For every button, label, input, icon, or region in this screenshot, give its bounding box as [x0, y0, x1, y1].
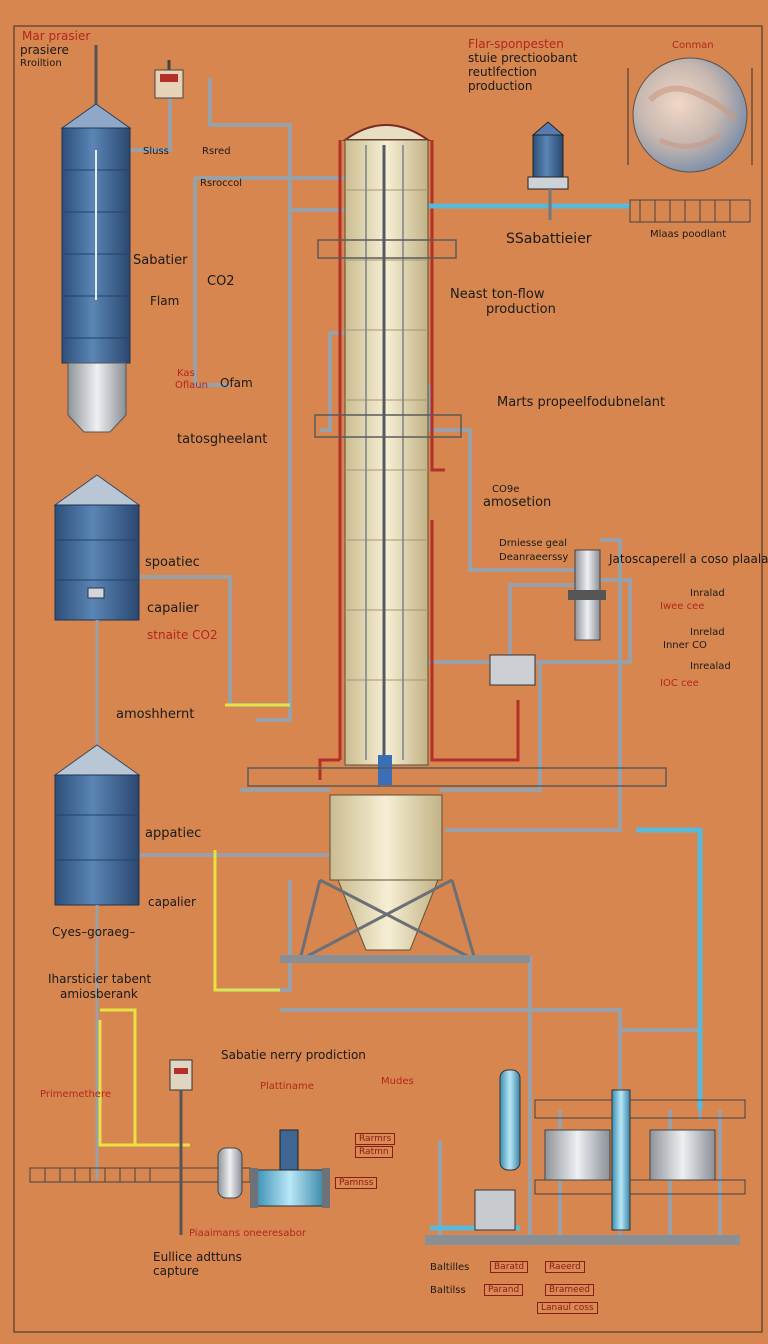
label-top-left-3: Rroiltion — [20, 58, 62, 69]
top-small-vessel — [527, 121, 569, 220]
pump-icon — [217, 1147, 243, 1199]
label-neast: Neast ton-flow — [450, 287, 545, 302]
label-capalier-2: capalier — [148, 895, 196, 909]
label-mudes: Mudes — [381, 1076, 414, 1087]
lower-storage-tank — [53, 744, 141, 1180]
label-br-box-5: Lanaul coss — [537, 1302, 598, 1314]
label-bottom-left-2: capture — [153, 1264, 199, 1278]
label-top-left-2: prasiere — [20, 43, 69, 57]
mid-storage-tank — [53, 474, 141, 745]
label-sabatie-mid: Sabatie nerry prodiction — [221, 1048, 366, 1062]
label-top-center-3: reutlfection — [468, 65, 537, 79]
label-flam: Flam — [150, 294, 180, 308]
tall-storage-tank — [60, 45, 132, 433]
label-dnie-1: Drniesse geal — [499, 538, 568, 549]
red-pipes — [318, 140, 520, 780]
yellow-pipes — [98, 703, 290, 1147]
label-r-box-5: Inrealad — [690, 661, 731, 672]
label-small-1: Kas — [177, 368, 195, 379]
label-top-center-1: Flar-sponpesten — [468, 37, 564, 51]
label-dnie-2: Deanraeerssy — [499, 552, 569, 563]
label-marts: Marts propeelfodubnelant — [497, 395, 666, 410]
label-tank-side-2: Rsred — [202, 146, 231, 157]
label-bottom-mid-2: Ratmn — [355, 1146, 393, 1158]
heat-exchanger-icon — [250, 1168, 330, 1208]
label-spoatiec: spoatiec — [145, 555, 200, 570]
distillation-column-icon — [247, 124, 667, 963]
label-bottom-mid-3: Pamnss — [335, 1177, 378, 1189]
label-amosetion: amosetion — [483, 495, 552, 510]
label-br-box-4: Brameed — [545, 1284, 594, 1296]
label-tatosg: tatosgheelant — [177, 432, 268, 447]
label-bl-key-1: Baltilles — [430, 1262, 470, 1273]
label-br-box-2: Raeerd — [545, 1261, 585, 1273]
label-appatiec: appatiec — [145, 826, 202, 841]
cyan-pipes — [398, 203, 703, 1231]
red-valve-cluster — [169, 1059, 193, 1235]
bottom-right-plant — [425, 1069, 746, 1245]
label-jatoca: Jatoscaperell a coso plaala — [609, 552, 768, 566]
label-r-box-2: Iwee cee — [660, 601, 705, 612]
valve-icon — [154, 60, 184, 99]
label-sabatier-title: SSabattieier — [506, 231, 592, 247]
label-cyes: Cyes–goraeg– — [52, 925, 136, 939]
label-stnaite: stnaite CO2 — [147, 628, 218, 642]
label-small-3: Ofam — [220, 376, 253, 390]
label-br-box-3: Parand — [484, 1284, 524, 1296]
label-harst-2: amiosberank — [60, 987, 138, 1001]
label-tank-side-3: Rsroccol — [200, 178, 243, 189]
label-bl-key-2: Baltilss — [430, 1285, 466, 1296]
small-tower — [489, 549, 606, 686]
label-r-box-1: Inralad — [690, 588, 725, 599]
label-co2-left: CO2 — [207, 274, 235, 289]
label-br-box-1: Baratd — [490, 1261, 529, 1273]
label-harst-1: Iharsticier tabent — [48, 972, 152, 986]
label-top-center-4: production — [468, 79, 533, 93]
label-plattiname: Plattiname — [260, 1081, 314, 1092]
right-rail — [629, 199, 751, 223]
label-top-right: Conman — [672, 40, 714, 51]
frame-border — [13, 25, 763, 1333]
label-r-box-4: Inner CO — [663, 640, 707, 651]
label-sabatier-left: Sabatier — [133, 253, 188, 268]
bottom-left-rail — [29, 1167, 251, 1183]
mars-globe-icon — [627, 57, 753, 173]
label-r-box-6: IOC cee — [660, 678, 699, 689]
label-tank-side-1: Sluss — [143, 146, 169, 157]
label-primemethere: Primemethere — [40, 1089, 111, 1100]
label-capalier-1: capalier — [147, 601, 199, 616]
label-co9: CO9e — [492, 484, 520, 495]
label-top-center-2: stuie prectioobant — [468, 51, 578, 65]
label-small-2: Oflaun — [175, 380, 208, 391]
label-amosh: amoshhernt — [116, 707, 195, 722]
label-mars-poc: Mlaas poodlant — [650, 229, 727, 240]
label-top-left-1: Mar prasier — [22, 29, 91, 43]
label-bottom-left-1: Eullice adttuns — [153, 1250, 242, 1264]
label-neast-2: production — [486, 302, 556, 317]
label-bottom-strip: Piaaimans oneeresabor — [189, 1228, 306, 1239]
label-bottom-mid-1: Rarmrs — [355, 1133, 396, 1145]
label-r-box-3: Inrelad — [690, 627, 725, 638]
small-filter — [279, 1129, 299, 1171]
